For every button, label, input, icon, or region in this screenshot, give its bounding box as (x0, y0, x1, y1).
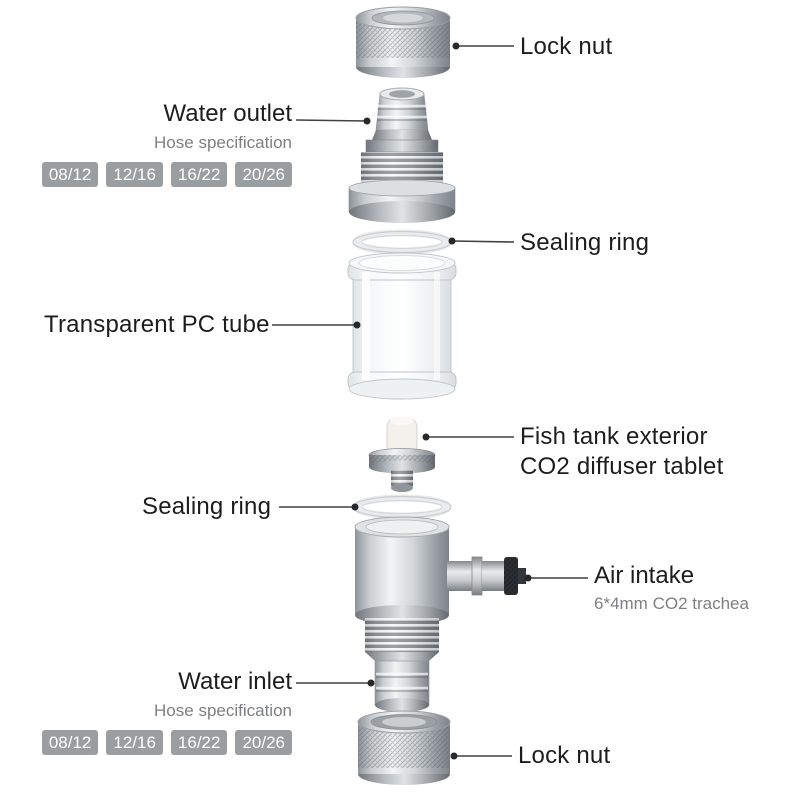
lock-nut-top-part (355, 6, 451, 78)
label-sealing-ring-top: Sealing ring (520, 229, 650, 256)
hose-size-badge: 12/16 (106, 162, 163, 188)
hose-size-badge: 20/26 (235, 162, 292, 188)
hose-size-badge: 12/16 (106, 730, 163, 756)
leader-sealing-ring-top (448, 237, 515, 245)
leader-lines (272, 42, 588, 760)
diffuser-tablet-part (368, 416, 436, 492)
pc-tube-part (347, 252, 457, 400)
water-outlet-part (348, 87, 456, 223)
water-inlet-hose-spec-text: Hose specification (154, 701, 292, 720)
lock-nut-bottom-part (357, 710, 451, 785)
label-diffuser-tablet-line2: CO2 diffuser tablet (520, 453, 724, 480)
water-inlet-label-block: Water inlet Hose specification 08/12 12/… (40, 668, 292, 756)
label-water-outlet: Water outlet (163, 100, 293, 127)
label-water-inlet: Water inlet (178, 668, 292, 695)
label-lock-nut-top: Lock nut (520, 33, 613, 60)
leader-lock-nut-bottom (450, 752, 512, 760)
leader-sealing-ring-bottom (279, 503, 359, 511)
label-lock-nut-bottom: Lock nut (518, 742, 611, 769)
water-outlet-hose-sizes: 08/12 12/16 16/22 20/26 (40, 162, 292, 188)
sealing-ring-top-part (352, 229, 452, 255)
hose-size-badge: 20/26 (235, 730, 292, 756)
leader-air-intake (524, 574, 588, 582)
leader-water-outlet (295, 117, 371, 125)
hose-size-badge: 08/12 (41, 162, 99, 188)
hose-size-badge: 16/22 (170, 730, 228, 756)
water-inlet-part (365, 652, 439, 712)
air-intake-trachea-text: 6*4mm CO2 trachea (594, 594, 749, 613)
leader-water-inlet (296, 679, 375, 687)
leader-diffuser-tablet (422, 433, 514, 441)
hose-size-badge: 08/12 (41, 730, 99, 756)
label-pc-tube: Transparent PC tube (44, 311, 270, 338)
label-diffuser-tablet: Fish tank exterior CO2 diffuser tablet (520, 422, 723, 482)
water-outlet-hose-spec-text: Hose specification (154, 133, 292, 152)
label-air-intake: Air intake (594, 562, 695, 589)
label-sealing-ring-bottom: Sealing ring (142, 493, 272, 520)
air-intake-fitting (447, 556, 526, 596)
label-diffuser-tablet-line1: Fish tank exterior (520, 423, 708, 450)
hose-size-badge: 16/22 (170, 162, 228, 188)
leader-pc-tube (272, 321, 361, 329)
leader-lock-nut-top (452, 42, 514, 50)
main-body-part (354, 516, 526, 652)
water-outlet-label-block: Water outlet Hose specification 08/12 12… (40, 100, 293, 188)
water-inlet-hose-sizes: 08/12 12/16 16/22 20/26 (40, 730, 292, 756)
sealing-ring-bottom-part (352, 494, 452, 520)
air-intake-label-block: Air intake 6*4mm CO2 trachea (594, 562, 749, 614)
